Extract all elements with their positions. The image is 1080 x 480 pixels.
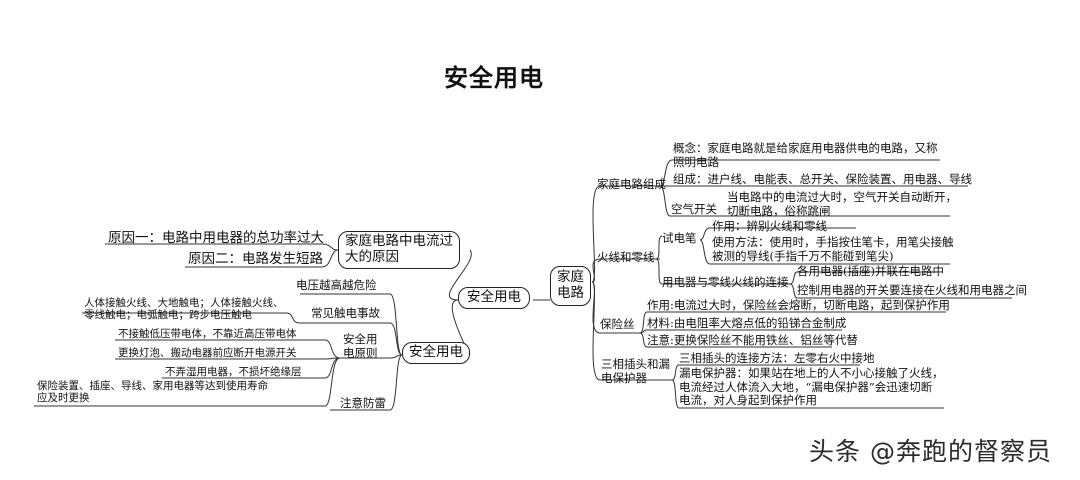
- fuse-node: 保险丝: [600, 317, 635, 331]
- tester-method: 使用方法：使用时，手指按住笔卡，用笔尖接触 被测的导线(手指千万不能碰到笔尖): [712, 235, 954, 263]
- fuse-use: 作用:电流过大时，保险丝会熔断，切断电路，起到保护作用: [647, 298, 950, 312]
- connector: [105, 243, 339, 251]
- connector: [591, 258, 660, 283]
- fuse-note: 注意:更换保险丝不能用铁丝、铝丝等代替: [647, 333, 858, 347]
- connector: [659, 159, 940, 187]
- connector: [655, 258, 790, 285]
- connector: [591, 185, 660, 283]
- tester-use: 作用：辨别火线和零线: [712, 219, 827, 233]
- common-accidents-node: 常见触电事故: [311, 306, 380, 320]
- breaker-node: 空气开关: [671, 202, 717, 216]
- connector: [699, 227, 856, 241]
- connector: [639, 332, 832, 348]
- page-title: 安全用电: [444, 63, 544, 92]
- connection-parallel: 各用电器(插座)并联在电路中: [797, 264, 944, 278]
- connector: [659, 185, 950, 217]
- connector: [789, 271, 938, 285]
- connector: [639, 329, 842, 334]
- connector: [82, 312, 301, 324]
- principle-one: 不接触低压带电体，不靠近高压带电体: [118, 328, 297, 340]
- overcurrent-node: 家庭电路中电流过 大的原因: [338, 231, 460, 269]
- principles-node: 安全用 电原则: [343, 332, 378, 360]
- parts-text: 组成：进户线、电能表、总开关、保险装置、用电器、导线: [673, 172, 972, 186]
- tester-node: 试电笔: [662, 231, 697, 245]
- connector: [115, 339, 341, 359]
- principle-three: 不弄湿用电器，不损坏绝缘层: [165, 366, 302, 378]
- lightning-node: 注意防雷: [340, 396, 386, 410]
- three-phase-plug: 三相插头的连接方法：左零右火中接地: [679, 351, 875, 365]
- watermark: 头条 @奔跑的督察员: [809, 437, 1052, 466]
- live-neutral-node: 火线和零线: [597, 250, 655, 264]
- connector: [34, 357, 341, 407]
- connector: [789, 283, 1012, 299]
- reason-one: 原因一：电路中用电器的总功率过大: [108, 230, 324, 246]
- home-circuit-node: 家庭 电路: [550, 266, 591, 306]
- connector: [591, 281, 672, 381]
- connector: [639, 311, 946, 334]
- connector: [340, 354, 403, 359]
- leakage-protector: 漏电保护器：如果站在地上的人不小心接触了火线， 电流经过人体流入大地，“漏电保护…: [679, 366, 944, 408]
- concept-text: 概念：家庭电路就是给家庭用电器供电的电路，又称 照明电路: [673, 141, 938, 169]
- connector: [300, 322, 403, 356]
- connector: [185, 249, 339, 268]
- connector: [330, 354, 403, 411]
- accidents-desc: 人体接触火线、大地触电；人体接触火线、 零线触电；电弧触电；跨步电压触电: [84, 297, 284, 322]
- breaker-desc: 当电路中的电流过大时，空气开关自动断开， 切断电路，俗称跳闸: [727, 190, 957, 218]
- root-node: 安全用电: [458, 287, 530, 309]
- connection-node: 用电器与零线火线的连接: [662, 275, 789, 289]
- safety-node: 安全用电: [402, 342, 470, 364]
- reason-two: 原因二：电路发生短路: [188, 251, 323, 267]
- three-phase-node: 三相插头和漏 电保护器: [601, 357, 670, 385]
- connector: [671, 379, 944, 409]
- connector: [449, 249, 472, 301]
- fuse-material: 材料:由电阻率大熔点低的铅锑合金制成: [647, 316, 847, 330]
- connector: [655, 235, 663, 260]
- connector: [699, 239, 950, 265]
- composition-node: 家庭电路组成: [597, 177, 666, 191]
- connection-switch: 控制用电器的开关要连接在火线和用电器之间: [797, 283, 1027, 297]
- principle-two: 更换灯泡、搬动电器前应断开电源开关: [118, 347, 297, 359]
- voltage-danger: 电压越高越危险: [296, 278, 377, 292]
- connector: [671, 364, 860, 381]
- principle-four: 保险装置、插座、导线、家用电器等达到使用寿命 应及时更换: [37, 380, 268, 405]
